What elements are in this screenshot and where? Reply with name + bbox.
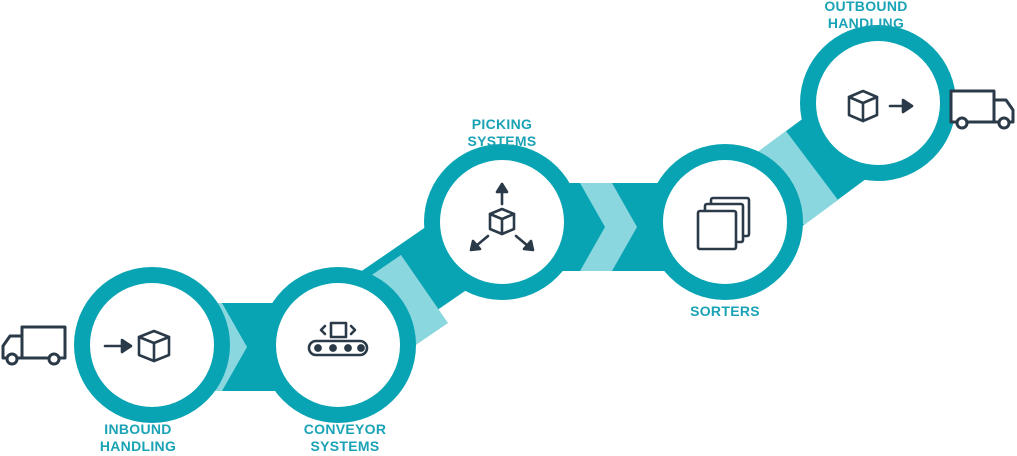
step-circle-inbound-handling <box>74 267 230 423</box>
step-circle-conveyor-systems <box>260 267 416 423</box>
label-line: SYSTEMS <box>467 133 537 149</box>
truck-icon <box>949 89 1015 130</box>
label-line: HANDLING <box>99 438 177 454</box>
stacked-sheets-icon <box>696 196 751 251</box>
label-line: OUTBOUND <box>824 0 908 14</box>
label-outbound-handling: OUTBOUND HANDLING <box>824 0 907 32</box>
label-picking-systems: PICKING SYSTEMS <box>467 116 536 150</box>
label-line: SORTERS <box>690 303 760 319</box>
label-sorters: SORTERS <box>690 303 760 320</box>
label-conveyor-systems: CONVEYOR SYSTEMS <box>304 421 387 455</box>
label-line: CONVEYOR <box>303 421 387 437</box>
conveyor-icon <box>307 321 369 357</box>
box-arrow-out-icon <box>847 89 914 123</box>
truck-icon <box>1 325 67 366</box>
label-line: PICKING <box>471 116 533 132</box>
label-line: SYSTEMS <box>310 438 380 454</box>
label-inbound-handling: INBOUND HANDLING <box>100 421 176 455</box>
label-line: INBOUND <box>104 421 172 437</box>
label-line: HANDLING <box>827 15 905 31</box>
picking-arrows-icon <box>469 182 535 252</box>
arrow-into-box-icon <box>103 329 171 363</box>
